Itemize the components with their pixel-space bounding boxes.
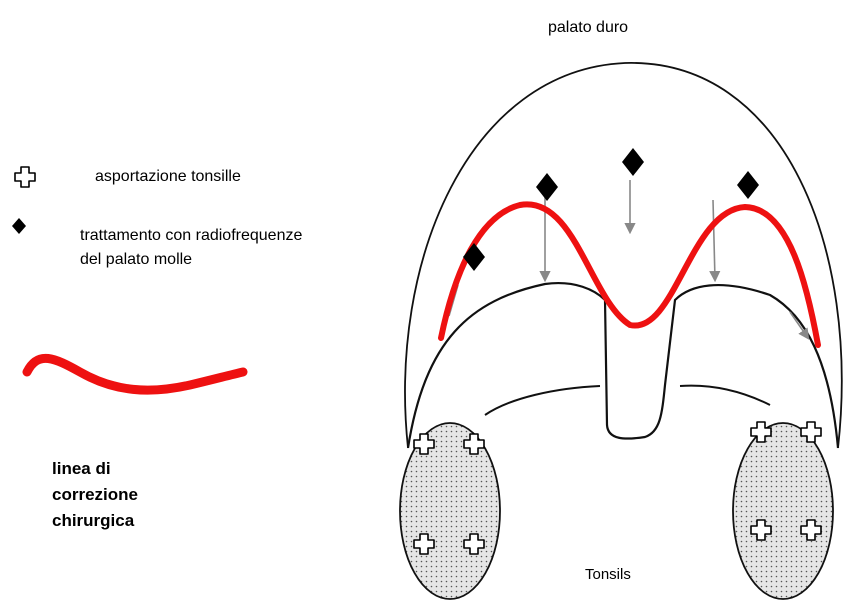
tonsils-label: Tonsils — [585, 563, 631, 587]
right-tonsil — [733, 423, 833, 599]
legend-red-line — [27, 358, 243, 390]
diamond-icon — [622, 148, 644, 176]
legend-plus-outline-icon — [15, 167, 35, 187]
rf-arrow — [713, 200, 715, 280]
legend-rf-treatment-label: trattamento con radiofrequenze del palat… — [80, 224, 320, 272]
legend-surgical-line-label: linea di correzione chirurgica — [52, 456, 192, 534]
soft-palate-outline — [408, 283, 838, 448]
inner-arch-line-right — [680, 386, 770, 405]
diamond-icon — [737, 171, 759, 199]
rf-arrow — [790, 312, 808, 338]
diamond-icon — [536, 173, 558, 201]
legend-diamond-icon — [12, 218, 26, 234]
diamond-icon — [463, 243, 485, 271]
hard-palate-label: palato duro — [548, 16, 628, 40]
inner-arch-line — [485, 386, 600, 415]
left-tonsil — [400, 423, 500, 599]
legend-tonsil-removal-label: asportazione tonsille — [95, 165, 241, 189]
